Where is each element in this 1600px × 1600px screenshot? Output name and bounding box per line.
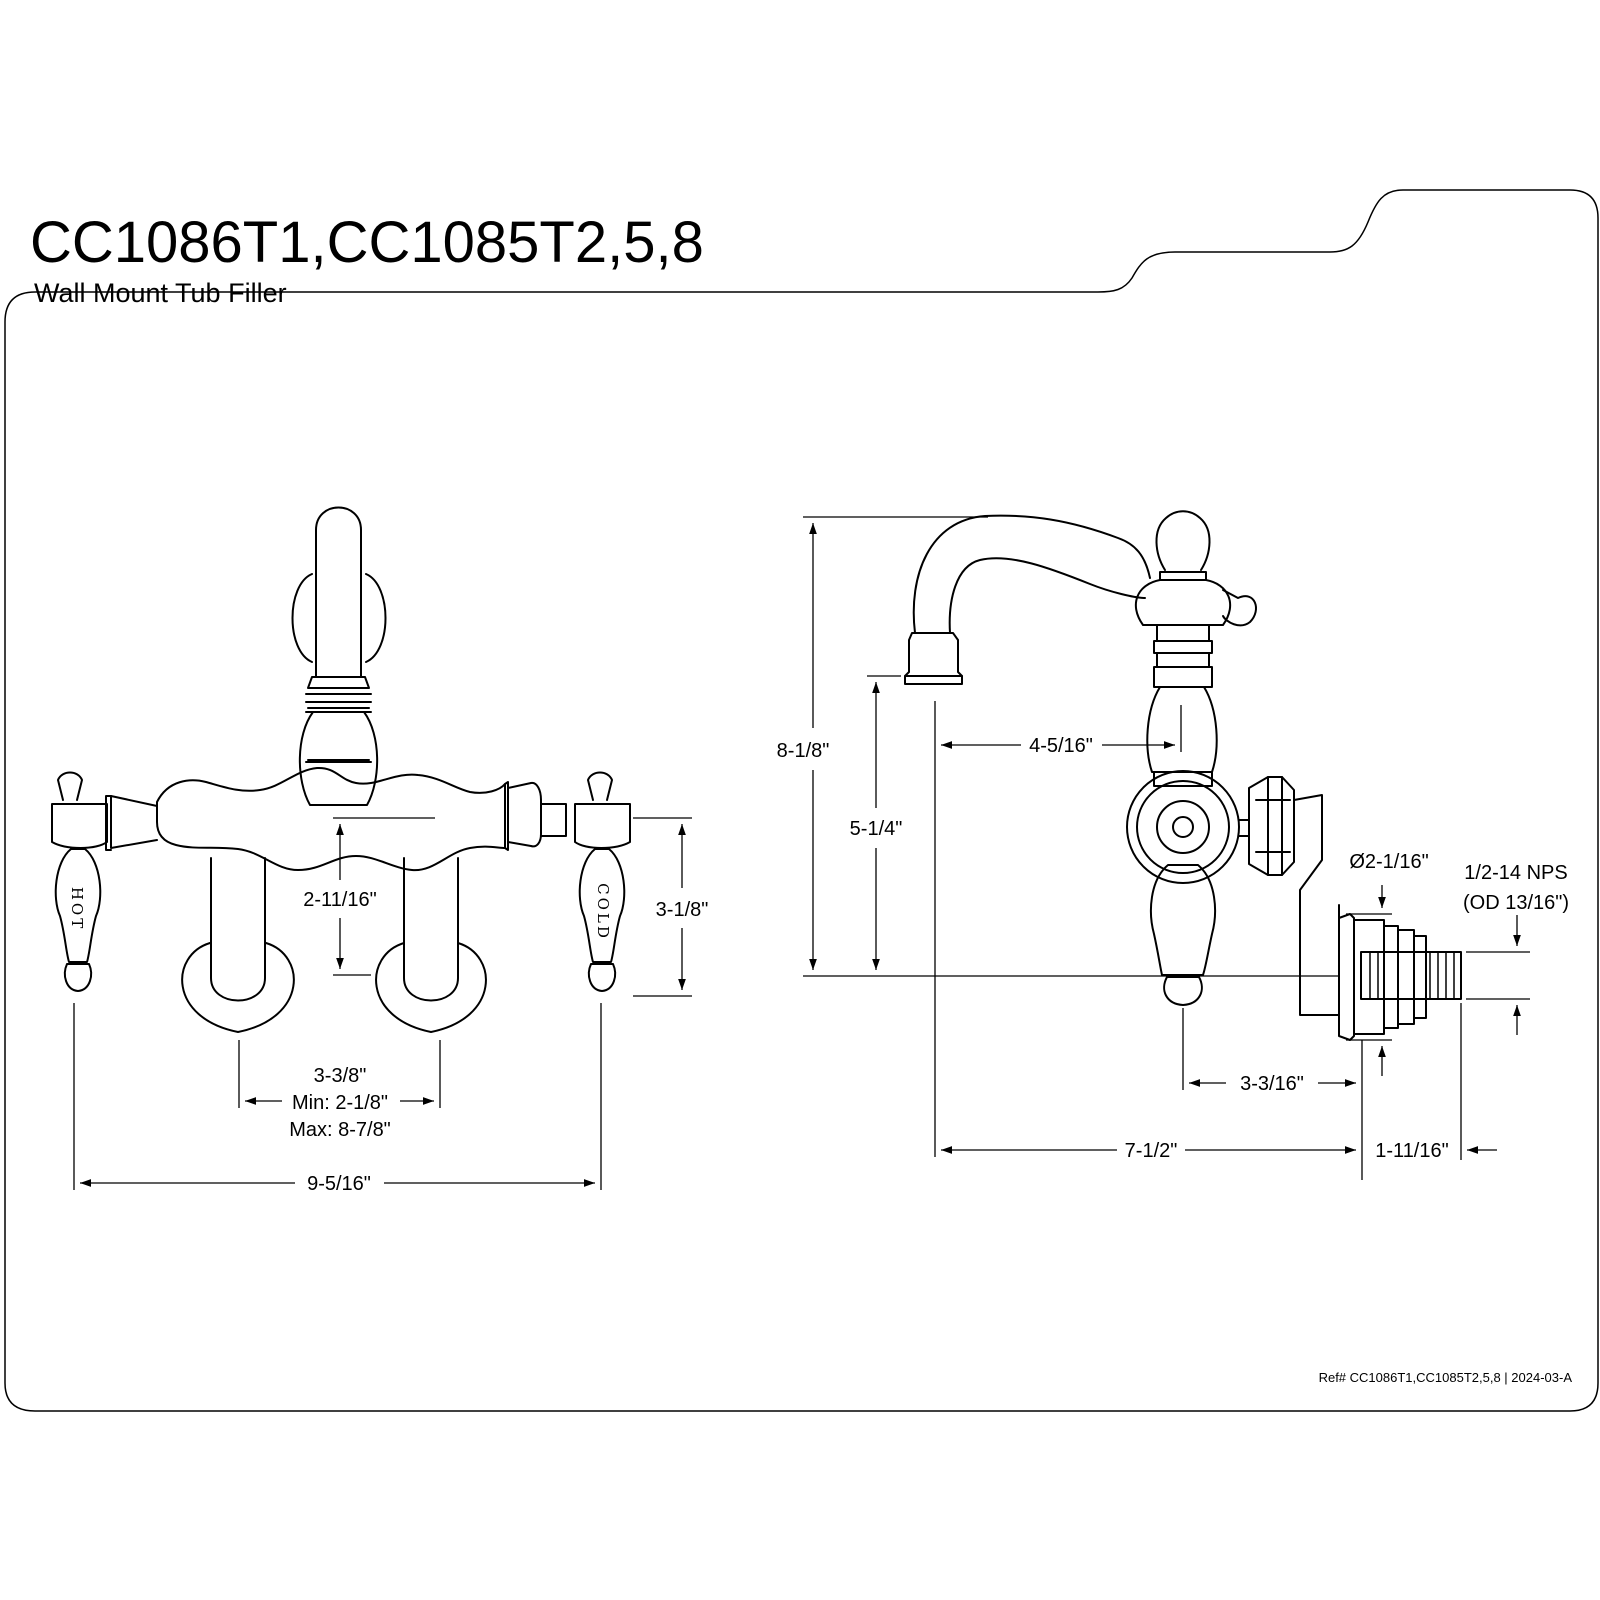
right-flange [375, 942, 487, 1033]
wall-bracket [1293, 794, 1340, 1016]
side-dimensions: 8-1/8" 5-1/4" 4-5/16" Ø2-1/16" 1/2-14 NP… [777, 516, 1569, 1180]
side-column [1146, 686, 1218, 773]
hot-handle-lever [54, 848, 102, 963]
side-view [904, 510, 1462, 1041]
dim-overall-width: 9-5/16" [307, 1173, 371, 1195]
left-flange [181, 942, 295, 1033]
spout-disc [291, 573, 313, 663]
left-leg [210, 857, 266, 1002]
dim-flange-dia: Ø2-1/16" [1349, 851, 1428, 873]
spout-arch [912, 514, 1151, 634]
valve-body-ring [1126, 770, 1240, 884]
right-leg [403, 857, 459, 1002]
pipe-threads [1369, 952, 1455, 999]
cold-handle-bulb [587, 963, 617, 992]
dim-body-drop: 2-11/16" [303, 889, 376, 911]
collar [307, 676, 370, 689]
left-arm [110, 795, 158, 849]
dim-handle-height: 3-1/8" [656, 899, 709, 921]
page-title: CC1086T1,CC1085T2,5,8 [30, 210, 704, 275]
side-handle-bulb [1163, 976, 1203, 1006]
dim-centers-max: Max: 8-7/8" [289, 1119, 391, 1141]
front-view: HOT COLD [51, 506, 631, 1033]
dim-spout-to-wall: 7-1/2" [1125, 1140, 1178, 1162]
dim-total-height: 8-1/8" [777, 740, 830, 762]
spout-neck [315, 506, 362, 678]
hot-handle-knob [57, 771, 83, 801]
dim-centers: 3-3/8" [314, 1065, 367, 1087]
vase-column [298, 711, 379, 806]
page-subtitle: Wall Mount Tub Filler [34, 278, 287, 308]
drawing-frame [4, 189, 1599, 1412]
hot-handle-bulb [63, 963, 93, 992]
dim-thread-od: (OD 13/16") [1463, 892, 1569, 914]
threaded-pipe [1360, 951, 1462, 1000]
right-arm [504, 781, 509, 851]
front-dimensions: 2-11/16" 3-1/8" 3-3/8" Min: 2-1/8" Max: … [73, 817, 709, 1195]
cold-handle-knob [587, 771, 613, 801]
wall-flange [1338, 913, 1355, 1041]
dim-handle-to-wall: 3-3/16" [1240, 1073, 1304, 1095]
side-handle-lever [1149, 864, 1217, 976]
dim-thread: 1/2-14 NPS [1464, 862, 1567, 884]
dim-spout-reach: 4-5/16" [1029, 735, 1093, 757]
spout-tip [904, 632, 963, 685]
cold-handle-lever [578, 848, 626, 963]
valve-body [156, 766, 506, 872]
dim-centers-min: Min: 2-1/8" [292, 1092, 388, 1114]
dim-thread-length: 1-11/16" [1375, 1140, 1448, 1162]
valve-cap [1134, 579, 1232, 626]
wall-collar [1248, 776, 1295, 876]
hot-label: HOT [68, 887, 86, 931]
side-finial [1155, 510, 1211, 571]
side-knob [1222, 589, 1257, 627]
reference-note: Ref# CC1086T1,CC1085T2,5,8 | 2024-03-A [1319, 1370, 1573, 1385]
dim-spout-height: 5-1/4" [850, 818, 903, 840]
cold-label: COLD [594, 883, 612, 941]
